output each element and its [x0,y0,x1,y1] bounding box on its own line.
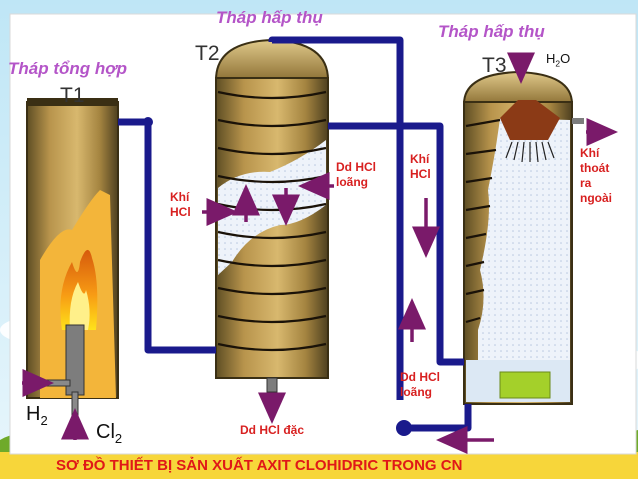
label-khi-thoat-ra-ngoai: Khí thoát ra ngoài [580,146,612,205]
tower-t3 [462,66,584,405]
t1-h2-pipe [43,379,71,387]
tower-t2 [214,38,330,393]
t3-spray-drops [505,141,555,163]
tower-label-t3: T3 [482,54,507,77]
tower-t1 [26,98,119,423]
t1-cl2-pipe [71,391,79,423]
pipe-t2-top-to-t3 [268,36,404,400]
pump [396,420,412,436]
t1-top-cap [27,98,118,106]
t3-liquid-zone [478,118,570,402]
label-cl2: Cl2 [96,421,123,446]
pipe-t1-to-t2 [118,118,216,354]
t3-sprayer [500,100,560,140]
title-t1: Tháp tổng hợp [8,59,128,78]
label-khi-hcl-t2: Khí HCl [170,190,191,219]
t2-trays [217,90,327,352]
pipe-t3-to-t2 [328,122,464,366]
pipe-t3-bottom-return [402,404,472,432]
t3-gas-outlet [572,118,584,124]
pipes [118,36,472,432]
label-dd-hcl-dac: Dd HCl đặc [240,423,305,437]
tower-label-t2: T2 [195,42,220,65]
label-khi-hcl-pipe: Khí HCl [410,152,431,181]
tower-label-t1: T1 [60,84,85,107]
label-dd-hcl-loang-pipe: Dd HCl loãng [400,370,440,399]
t1-flame-inner [69,282,90,330]
caption-strip [0,452,638,479]
diagram-caption: SƠ ĐỒ THIẾT BỊ SẢN XUẤT AXIT CLOHIDRIC T… [56,457,463,474]
t3-trays [465,118,501,324]
label-h2: H2 [26,403,48,428]
t3-green-block [499,371,551,399]
pipe-joint-t1 [143,117,153,127]
label-dd-hcl-loang-t2: Dd HCl loãng [336,160,376,189]
label-h2o: H2O [546,51,571,69]
title-t2: Tháp hấp thụ [216,8,323,27]
t2-bottom-outlet [266,377,278,393]
title-t3: Tháp hấp thụ [438,22,545,41]
flow-arrows [22,52,618,454]
